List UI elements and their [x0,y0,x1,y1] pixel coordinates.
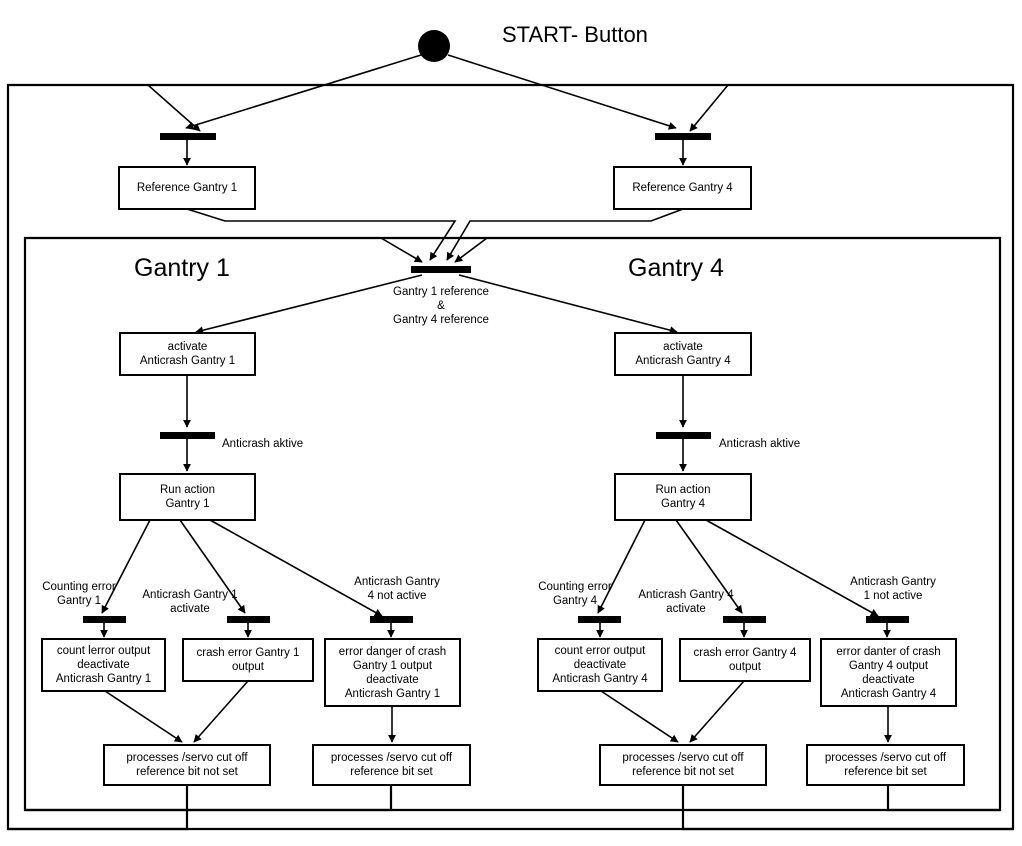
edge-start-to-right-bar [447,54,677,130]
label-anticrash-aktive-right: Anticrash aktive [719,438,801,450]
feedback-rail-left-not-set [8,785,189,831]
branch-title-gantry-4: Gantry 4 [628,254,724,282]
edge-reference4-to-merge [446,208,684,261]
edge-run1-to-bar-a [101,519,151,614]
edge-merge-to-activate1 [195,274,423,335]
box-activate-anticrash-1 [119,332,256,376]
box-count-error-4 [537,638,663,692]
label-merge-condition: Gantry 1 reference&Gantry 4 reference [393,286,489,326]
transition-bar-anticrash-aktive-right [656,432,711,439]
edge-innerframe-right-to-merge [454,237,1000,263]
edge-run4-to-bar-c [705,519,879,617]
edge-feedback-left-into-bar [8,84,201,132]
edge-run1-to-bar-c [209,519,383,617]
box-run-action-4 [614,473,752,521]
box-reference-gantry-1 [118,166,256,210]
box-process-right-not-set [599,744,767,786]
transition-bar-left-top [160,133,216,140]
transition-bar-left-counting-error [83,616,126,623]
edge-start-to-left-bar [185,54,422,130]
box-error-danter-4 [820,638,957,707]
page-title: START- Button [502,22,648,47]
edge-feedback-right-into-bar [689,84,1013,132]
edge-merge-to-activate4 [458,274,678,335]
transition-bar-right-top [655,133,711,140]
edge-crash-error-4-to-process [689,680,745,743]
label-anticrash-aktive-left: Anticrash aktive [222,438,304,450]
edge-run4-to-bar-a [597,519,646,614]
feedback-rail-left-set [25,785,393,812]
transition-bar-right-anticrash-not-active [866,616,909,623]
edge-count-error-4-to-process [600,690,679,743]
transition-bar-left-anticrash-activate [227,616,270,623]
box-process-right-set [806,744,965,786]
box-error-danger-1 [324,638,461,707]
edge-count-error-1-to-process [104,690,183,743]
edge-crash-error-1-to-process [193,680,249,743]
box-process-left-not-set [103,744,271,786]
start-button-node [418,30,450,62]
edge-run1-to-bar-b [179,519,246,614]
box-activate-anticrash-4 [614,332,752,376]
box-reference-gantry-4 [613,166,752,210]
transition-bar-merge [411,266,471,273]
box-crash-error-4 [679,638,811,682]
feedback-rail-right-set [886,785,1000,812]
edge-reference1-to-merge [186,208,457,261]
transition-bar-left-anticrash-not-active [370,616,413,623]
transition-bar-anticrash-aktive-left [160,432,215,439]
box-count-error-1 [41,638,166,692]
edge-run4-to-bar-b [675,519,743,614]
box-run-action-1 [119,473,256,521]
box-process-left-set [312,744,471,786]
transition-bar-right-counting-error [578,616,621,623]
transition-bar-right-anticrash-activate [723,616,766,623]
feedback-rail-right-not-set [681,785,1013,831]
edge-innerframe-left-to-merge [25,237,423,263]
box-crash-error-1 [182,638,314,682]
branch-title-gantry-1: Gantry 1 [134,254,230,282]
